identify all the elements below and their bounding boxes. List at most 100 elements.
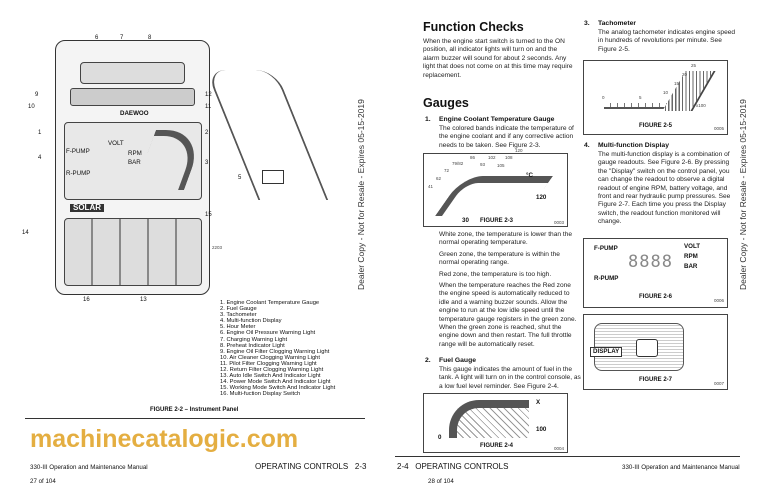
hour-meter [262,170,284,184]
tach-mark: 20 [682,72,688,77]
fpump-label: F-PUMP [594,245,618,252]
footer-left: 2-4 OPERATING CONTROLS [397,462,509,471]
gauges-heading: Gauges [423,96,469,110]
display-switch-label: DISPLAY [590,347,623,357]
callout-14: 14 [22,230,29,236]
legend-item: 10. Air Cleaner Clogging Warning Light [220,354,320,361]
figure-label: FIGURE 2-3 [480,218,514,224]
volt-label: VOLT [108,140,124,147]
legend-item: 7. Charging Warning Light [220,336,288,343]
legend-item: 13. Auto Idle Switch And Indicator Light [220,373,321,380]
switch-grid [64,218,202,286]
legend-item: 8. Preheat Indicator Light [220,342,285,349]
callout-2: 2 [205,130,209,136]
footer-rule [395,456,740,457]
display-button [636,339,658,357]
fuel-mark-x: X [536,399,541,406]
legend-item: 5. Hour Meter [220,324,256,331]
legend-item: 9. Engine Oil Filter Clogging Warning Li… [220,348,330,355]
temp-high: 120 [536,194,547,201]
legend-item: 1. Engine Coolant Temperature Gauge [220,300,320,306]
callout-11: 11 [205,104,212,110]
temp-tick: 62 [436,176,442,181]
footer-right: 330-III Operation and Maintenance Manual [622,464,740,471]
temp-tick: 93 [480,162,486,167]
figure-2-6: F-PUMP VOLT 8888 RPM BAR R-PUMP FIGURE 2… [583,238,728,308]
figure-label: FIGURE 2-4 [480,443,514,449]
item-2-title: Fuel Gauge [439,357,477,364]
figure-code: 0007 [714,381,725,386]
gauge-cluster [64,122,202,200]
temp-tick: 41 [428,184,434,189]
panel-brand: DAEWOO [120,110,149,117]
callout-6: 6 [95,35,99,41]
temp-tick: 79/82 [452,161,464,166]
callout-10: 10 [28,104,35,110]
rpm-label: RPM [128,150,142,157]
temp-low: 30 [462,217,469,224]
callout-4: 4 [38,155,42,161]
figure-label: FIGURE 2-5 [639,123,673,129]
digital-readout: 8888 [628,252,673,272]
red-zone-behavior-text: When the temperature reaches the Red zon… [439,282,577,348]
legend-item: 14. Power Mode Switch And Indicator Ligh… [220,379,331,386]
temp-tick: 86 [470,155,476,160]
side-stamp: Dealer Copy - Not for Resale - Expires 0… [356,99,366,290]
figure-2-7: DISPLAY FIGURE 2-7 0007 [583,314,728,390]
figure-2-4: X 100 0 FIGURE 2-4 0004 [423,393,568,453]
figure-label: FIGURE 2-7 [639,377,673,383]
figure-caption: FIGURE 2-2 – Instrument Panel [150,407,239,413]
callout-8: 8 [148,35,152,41]
item-2-num: 2. [425,357,431,364]
legend-item: 3. Tachometer [220,312,257,319]
red-zone-text: Red zone, the temperature is too high. [439,270,552,278]
legend-item: 6. Engine Oil Pressure Warning Light [220,330,316,337]
volt-label: VOLT [684,243,701,250]
legend-item: 16. Multi-fuction Display Switch [220,391,301,398]
legend-item: 11. Pilot Filter Clogging Warning Light [220,360,317,367]
item-4-title: Multi-function Display [598,142,669,149]
tach-mark: 5 [639,95,642,100]
item-3-num: 3. [584,20,590,27]
item-1-text: The colored bands indicate the temperatu… [439,125,574,149]
item-3-title: Tachometer [598,20,637,27]
page-number: 27 of 104 [30,478,56,485]
bar-label: BAR [128,159,141,166]
second-indicator-row [70,88,195,106]
item-2-text: This gauge indicates the amount of fuel … [439,366,581,390]
callout-1: 1 [38,130,42,136]
item-4-num: 4. [584,142,590,149]
temp-tick: 120 [515,148,523,153]
item-4-text: The multi-function display is a combinat… [598,151,731,226]
figure-2-5: 0 5 10 15 20 25 x100 FIGURE 2-5 0005 [583,60,728,135]
footer-left: 330-III Operation and Maintenance Manual [30,464,148,471]
footer-right: OPERATING CONTROLS 2-3 [255,462,367,471]
figure-code: 0003 [554,220,565,225]
fuel-mark-empty: 0 [438,434,442,441]
callout-9: 9 [35,92,39,98]
tachometer-scale [604,103,689,109]
panel-solar: SOLAR [70,204,104,212]
figure-code: 2203 [212,245,223,250]
legend-item: 4. Multi-function Display [220,318,282,325]
item-1-title: Engine Coolant Temperature Gauge [439,116,555,123]
green-zone-text: Green zone, the temperature is within th… [439,250,560,267]
white-zone-text: White zone, the temperature is lower tha… [439,231,573,247]
legend-item: 12. Return Filter Clogging Warning Light [220,367,324,374]
callout-3: 3 [205,160,209,166]
rpump-label: R-PUMP [66,170,91,177]
callout-7: 7 [120,35,124,41]
figure-code: 0004 [554,446,565,451]
callout-13: 13 [140,297,147,303]
callout-12: 12 [205,92,212,98]
temperature-zones: White zone, the temperature is lower tha… [439,231,581,349]
tach-mark: 25 [691,63,697,68]
figure-label: FIGURE 2-6 [639,294,673,300]
figure-code: 0006 [714,298,725,303]
item-1-num: 1. [425,116,431,123]
figure-2-3: 41 62 72 79/82 86 93 102 105 108 120 °C … [423,148,568,227]
legend-item: 15. Working Mode Switch And Indicator Li… [220,385,336,392]
temp-tick: 108 [505,155,513,160]
rpump-label: R-PUMP [594,275,619,282]
watermark: machinecatalogic.com [30,425,299,453]
